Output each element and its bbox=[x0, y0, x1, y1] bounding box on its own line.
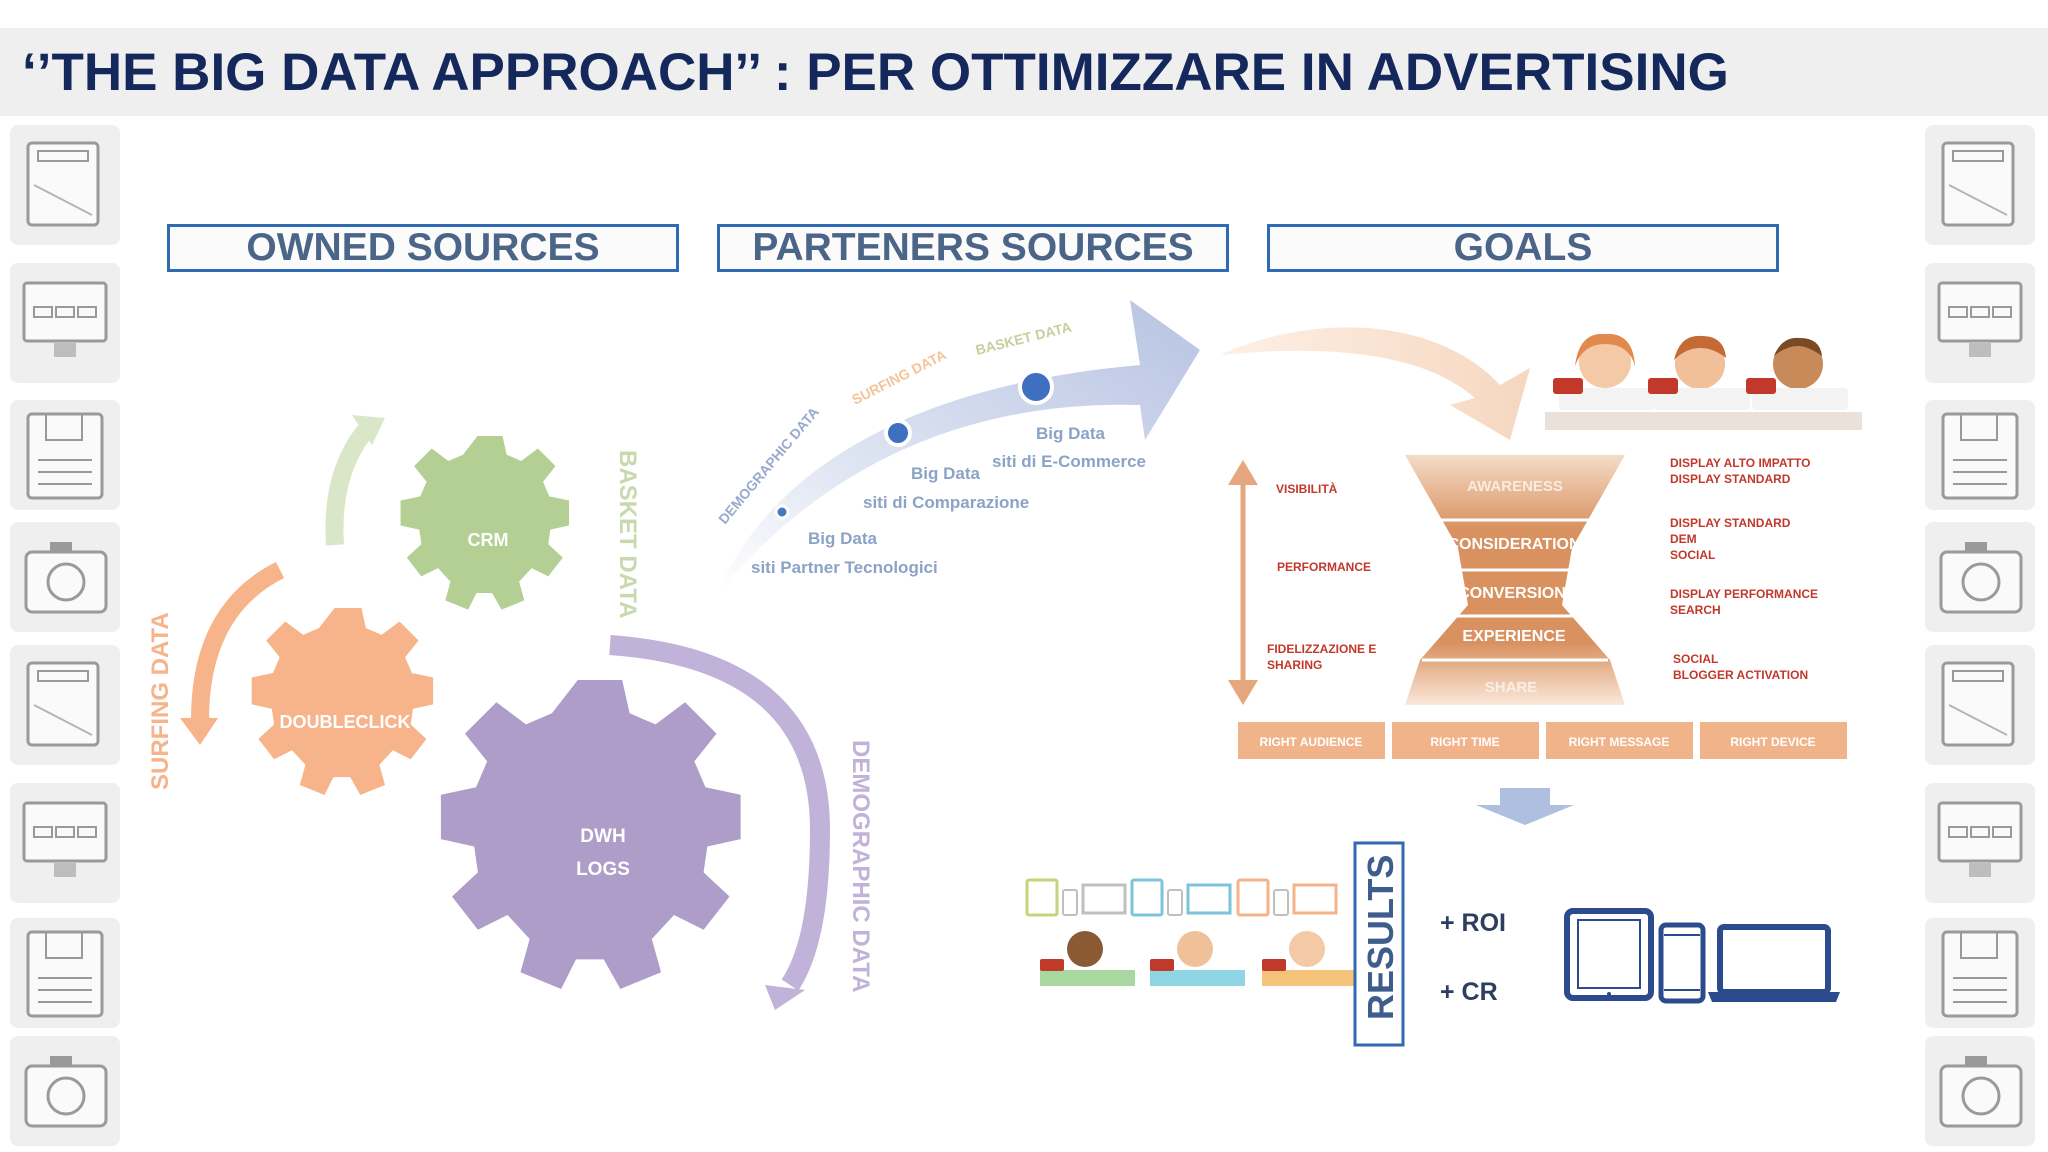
crm-label: CRM bbox=[468, 530, 509, 550]
partners-big-arrow bbox=[716, 300, 1200, 595]
partners-sources-header: PARTENERS SOURCES bbox=[717, 224, 1229, 272]
title-band bbox=[0, 28, 2048, 116]
funnel-right-8: SOCIAL bbox=[1673, 652, 1718, 666]
funnel-right-3: DISPLAY STANDARD bbox=[1670, 516, 1791, 530]
funnel-right-6: DISPLAY PERFORMANCE bbox=[1670, 587, 1818, 601]
green-arrowhead bbox=[352, 415, 385, 445]
avatar bbox=[1640, 335, 1764, 430]
down-arrow-icon bbox=[1476, 788, 1574, 825]
funnel-left-sharing: SHARING bbox=[1267, 658, 1322, 672]
results-label: RESULTS bbox=[1360, 855, 1401, 1020]
crm-gear bbox=[400, 436, 570, 610]
goals-curved-arrow bbox=[1220, 327, 1530, 440]
camera-icon bbox=[10, 522, 120, 632]
partner-1-title: Big Data bbox=[808, 529, 878, 548]
partner-point-1 bbox=[774, 504, 790, 520]
orange-cycle-arrow bbox=[191, 561, 285, 721]
monitor-icon bbox=[1925, 783, 2035, 903]
funnel: AWARENESS CONSIDERATION CONVERSION EXPER… bbox=[1228, 455, 1847, 825]
dwh-label: DWH bbox=[580, 826, 625, 847]
purple-arrowhead bbox=[765, 985, 805, 1010]
floppy-disk-icon bbox=[10, 918, 120, 1028]
surfing-data-cycle-label: SURFING DATA bbox=[147, 612, 174, 790]
avatar bbox=[1738, 337, 1862, 430]
floppy-disk-icon bbox=[10, 400, 120, 510]
small-devices-row bbox=[1025, 878, 1338, 917]
avatar bbox=[1545, 333, 1669, 430]
down-arrowhead bbox=[1228, 680, 1258, 705]
sd-card-icon bbox=[1925, 645, 2035, 765]
funnel-left-performance: PERFORMANCE bbox=[1277, 560, 1371, 574]
partner-demographic-label: DEMOGRAPHIC DATA bbox=[715, 404, 822, 527]
doubleclick-label: DOUBLECLICK bbox=[280, 712, 411, 732]
results-area: RESULTS + ROI + CR bbox=[1025, 841, 1840, 1047]
funnel-left-visibilita: VISIBILITÀ bbox=[1276, 481, 1338, 496]
funnel-right-7: SEARCH bbox=[1670, 603, 1721, 617]
funnel-right-5: SOCIAL bbox=[1670, 548, 1715, 562]
sd-card-icon bbox=[10, 125, 120, 245]
sd-card-icon bbox=[10, 645, 120, 765]
owned-sources-cycle: CRM DOUBLECLICK DWH LOGS BASKET DATA SUR… bbox=[147, 415, 874, 1010]
personas-top bbox=[1545, 333, 1862, 430]
funnel-stage-share: SHARE bbox=[1485, 679, 1538, 696]
right-device-label: RIGHT DEVICE bbox=[1730, 735, 1815, 749]
laptop-icon bbox=[1708, 924, 1840, 1002]
partner-surfing-label: SURFING DATA bbox=[849, 346, 949, 407]
partner-2-sub: siti di Comparazione bbox=[863, 493, 1029, 512]
avatar bbox=[1150, 931, 1245, 986]
demographic-data-cycle-label: DEMOGRAPHIC DATA bbox=[847, 740, 874, 992]
orange-arrowhead bbox=[180, 718, 218, 745]
up-arrowhead bbox=[1228, 460, 1258, 485]
cr-label: + CR bbox=[1440, 978, 1498, 1006]
partners-arrow-group: DEMOGRAPHIC DATA SURFING DATA BASKET DAT… bbox=[715, 300, 1200, 595]
owned-sources-header: OWNED SOURCES bbox=[167, 224, 679, 272]
funnel-right-1: DISPLAY ALTO IMPATTO bbox=[1670, 456, 1810, 470]
funnel-right-4: DEM bbox=[1670, 532, 1697, 546]
purple-cycle-arrow bbox=[609, 635, 831, 991]
right-audience-label: RIGHT AUDIENCE bbox=[1260, 735, 1363, 749]
monitor-icon bbox=[10, 783, 120, 903]
roi-label: + ROI bbox=[1440, 909, 1506, 937]
monitor-icon bbox=[1925, 263, 2035, 383]
tablet-icon bbox=[1564, 908, 1654, 1001]
floppy-disk-icon bbox=[1925, 918, 2035, 1028]
basket-data-cycle-label: BASKET DATA bbox=[614, 450, 641, 618]
partner-point-3 bbox=[1018, 369, 1054, 405]
partner-1-sub: siti Partner Tecnologici bbox=[751, 558, 938, 577]
right-time-label: RIGHT TIME bbox=[1430, 735, 1499, 749]
partner-point-2 bbox=[884, 419, 912, 447]
partner-basket-label: BASKET DATA bbox=[974, 319, 1073, 358]
smartphone-icon bbox=[1658, 922, 1706, 1004]
camera-icon bbox=[1925, 522, 2035, 632]
funnel-right-2: DISPLAY STANDARD bbox=[1670, 472, 1791, 486]
camera-icon bbox=[10, 1036, 120, 1146]
avatar bbox=[1262, 931, 1357, 986]
camera-icon bbox=[1925, 1036, 2035, 1146]
green-cycle-arrow bbox=[325, 419, 377, 546]
doubleclick-gear bbox=[251, 608, 434, 796]
page-title: ‘’THE BIG DATA APPROACH’’ : PER OTTIMIZZ… bbox=[22, 43, 1729, 102]
funnel-right-9: BLOGGER ACTIVATION bbox=[1673, 668, 1808, 682]
funnel-stage-awareness: AWARENESS bbox=[1467, 478, 1563, 495]
right-icon-strip bbox=[1925, 125, 2035, 1146]
results-box bbox=[1353, 841, 1405, 1047]
goals-header: GOALS bbox=[1267, 224, 1779, 272]
left-icon-strip bbox=[10, 125, 120, 1146]
avatar bbox=[1040, 931, 1135, 986]
partner-2-title: Big Data bbox=[911, 464, 981, 483]
sd-card-icon bbox=[1925, 125, 2035, 245]
logs-label: LOGS bbox=[576, 859, 630, 880]
funnel-left-fidelizzazione: FIDELIZZAZIONE E bbox=[1267, 642, 1376, 656]
right-message-label: RIGHT MESSAGE bbox=[1569, 735, 1670, 749]
funnel-stage-conversion: CONVERSION bbox=[1458, 585, 1566, 602]
floppy-disk-icon bbox=[1925, 400, 2035, 510]
funnel-stage-experience: EXPERIENCE bbox=[1462, 628, 1565, 645]
monitor-icon bbox=[10, 263, 120, 383]
partner-3-sub: siti di E-Commerce bbox=[992, 452, 1146, 471]
partner-3-title: Big Data bbox=[1036, 424, 1106, 443]
funnel-stage-consideration: CONSIDERATION bbox=[1447, 536, 1580, 553]
